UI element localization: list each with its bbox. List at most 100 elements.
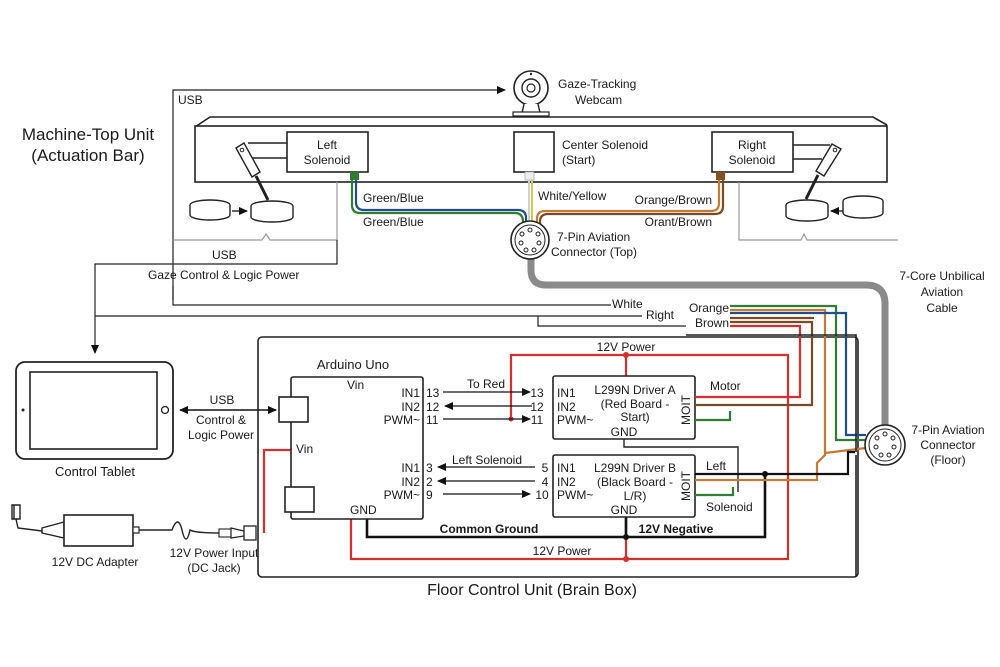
wire-label-green-blue-bottom: Green/Blue [363,215,424,229]
connector-floor-icon [864,424,906,466]
arduino-power-jack [284,486,315,513]
negative-12v-wire [624,475,767,539]
svg-text:7-Pin Aviation: 7-Pin Aviation [557,230,630,244]
usb-top-label: USB [178,93,203,107]
connector-top-label: 7-Pin Aviation Connector (Top) [551,230,637,259]
svg-text:(Start): (Start) [562,153,595,167]
svg-text:PWM~: PWM~ [384,413,420,427]
brown-wire-line [95,315,686,327]
svg-text:Connector (Top): Connector (Top) [551,245,637,259]
brown-label: Brown [695,316,729,330]
left-button-icon [189,199,294,223]
svg-text:IN2: IN2 [557,400,576,414]
svg-text:IN1: IN1 [557,461,576,475]
negative-label: 12V Negative [639,522,714,536]
wire-label-white-yellow: White/Yellow [538,189,607,203]
svg-text:Cable: Cable [926,301,958,315]
svg-text:3: 3 [426,461,433,475]
svg-text:(Black Board -: (Black Board - [597,475,673,489]
connector-top-icon [510,220,550,260]
umbilical-cable [527,250,889,425]
svg-text:MOIT: MOIT [679,394,693,425]
svg-text:L/R): L/R) [624,489,647,503]
umbilical-label: 7-Core Unbilical Aviation Cable [899,269,984,315]
svg-text:IN2: IN2 [401,475,420,489]
svg-text:Solenoid: Solenoid [304,153,351,167]
connector-floor-label: 7-Pin Aviation Connector (Floor) [911,423,984,467]
power-input-label-1: 12V Power Input [170,546,259,560]
svg-text:Right: Right [738,138,767,152]
signal-lines-b [437,463,535,498]
svg-text:(Actuation Bar): (Actuation Bar) [31,146,144,165]
wire-label-orange-brown-bottom: Orant/Brown [645,215,712,229]
svg-text:IN1: IN1 [401,386,420,400]
svg-text:PWM~: PWM~ [557,413,593,427]
center-solenoid: Center Solenoid (Start) [513,131,648,181]
solenoid-out-label: Solenoid [706,500,753,514]
arduino-pins-a: IN1 IN2 PWM~ 13 12 11 [384,386,440,427]
svg-text:IN1: IN1 [401,461,420,475]
svg-text:PWM~: PWM~ [384,488,420,502]
svg-text:9: 9 [426,488,433,502]
common-ground-label: Common Ground [440,522,539,536]
usb-mid-label: USB [212,248,237,262]
to-red-label: To Red [467,377,505,391]
tablet-usb-label: USB [210,393,235,407]
svg-text:Webcam: Webcam [575,93,622,107]
left-plunger-icon [235,142,287,201]
control-tablet[interactable] [15,361,174,460]
svg-text:Machine-Top Unit: Machine-Top Unit [22,125,155,144]
svg-text:12: 12 [426,400,440,414]
wire-green-blue [350,180,528,228]
arduino-vin-top: Vin [347,378,364,392]
driver-a: 13 12 11 IN1 IN2 PWM~ L299N Driver A (Re… [530,375,696,440]
signal-lines-a [443,388,532,423]
svg-text:Left: Left [317,138,338,152]
webcam-icon [512,70,550,117]
floor-wires [686,304,867,577]
svg-text:Gaze-Tracking: Gaze-Tracking [558,77,636,91]
right-button-icon [785,195,884,222]
machine-top-title: Machine-Top Unit (Actuation Bar) [22,125,155,165]
power-bottom-label: 12V Power [533,544,592,558]
svg-text:Connector: Connector [920,438,975,452]
svg-text:IN1: IN1 [557,386,576,400]
svg-text:2: 2 [426,475,433,489]
wire-orange-brown [535,180,725,228]
svg-text:13: 13 [530,386,544,400]
svg-text:5: 5 [542,461,549,475]
svg-text:Start): Start) [620,410,649,424]
svg-text:Aviation: Aviation [921,285,963,299]
right-solenoid: Right Solenoid [711,131,794,180]
usb-webcam-line [172,86,506,300]
svg-text:L299N Driver B: L299N Driver B [594,461,676,475]
arduino-gnd: GND [350,503,377,517]
floor-unit-title: Floor Control Unit (Brain Box) [427,582,637,599]
tablet-link-label-2: Logic Power [188,428,254,442]
svg-text:4: 4 [542,475,549,489]
wire-label-orange-brown-top: Orange/Brown [635,193,712,207]
usb-tablet-line [91,240,338,354]
arduino-pins-b: IN1 IN2 PWM~ 3 2 9 [384,461,433,502]
tablet-label: Control Tablet [55,464,135,479]
power-top-label: 12V Power [597,340,656,354]
driver-gnd-link [623,439,739,492]
gaze-control-label: Gaze Control & Logic Power [148,268,299,282]
svg-text:MOIT: MOIT [679,470,693,501]
svg-text:(Red Board -: (Red Board - [601,397,670,411]
svg-text:Solenoid: Solenoid [729,153,776,167]
left-out-label: Left [706,459,727,473]
svg-text:GND: GND [611,425,638,439]
svg-text:L299N Driver A: L299N Driver A [594,383,675,397]
arduino-vin-side: Vin [296,442,313,456]
right-label: Right [646,308,675,322]
svg-text:IN2: IN2 [401,400,420,414]
right-plunger-icon [793,143,842,200]
arduino-uno [278,376,424,520]
left-solenoid: Left Solenoid [286,131,369,180]
power-12v-loop [349,353,790,561]
wire-label-green-blue-top: Green/Blue [363,191,424,205]
left-solenoid-label: Left Solenoid [452,453,522,467]
power-input-label-2: (DC Jack) [187,561,240,575]
